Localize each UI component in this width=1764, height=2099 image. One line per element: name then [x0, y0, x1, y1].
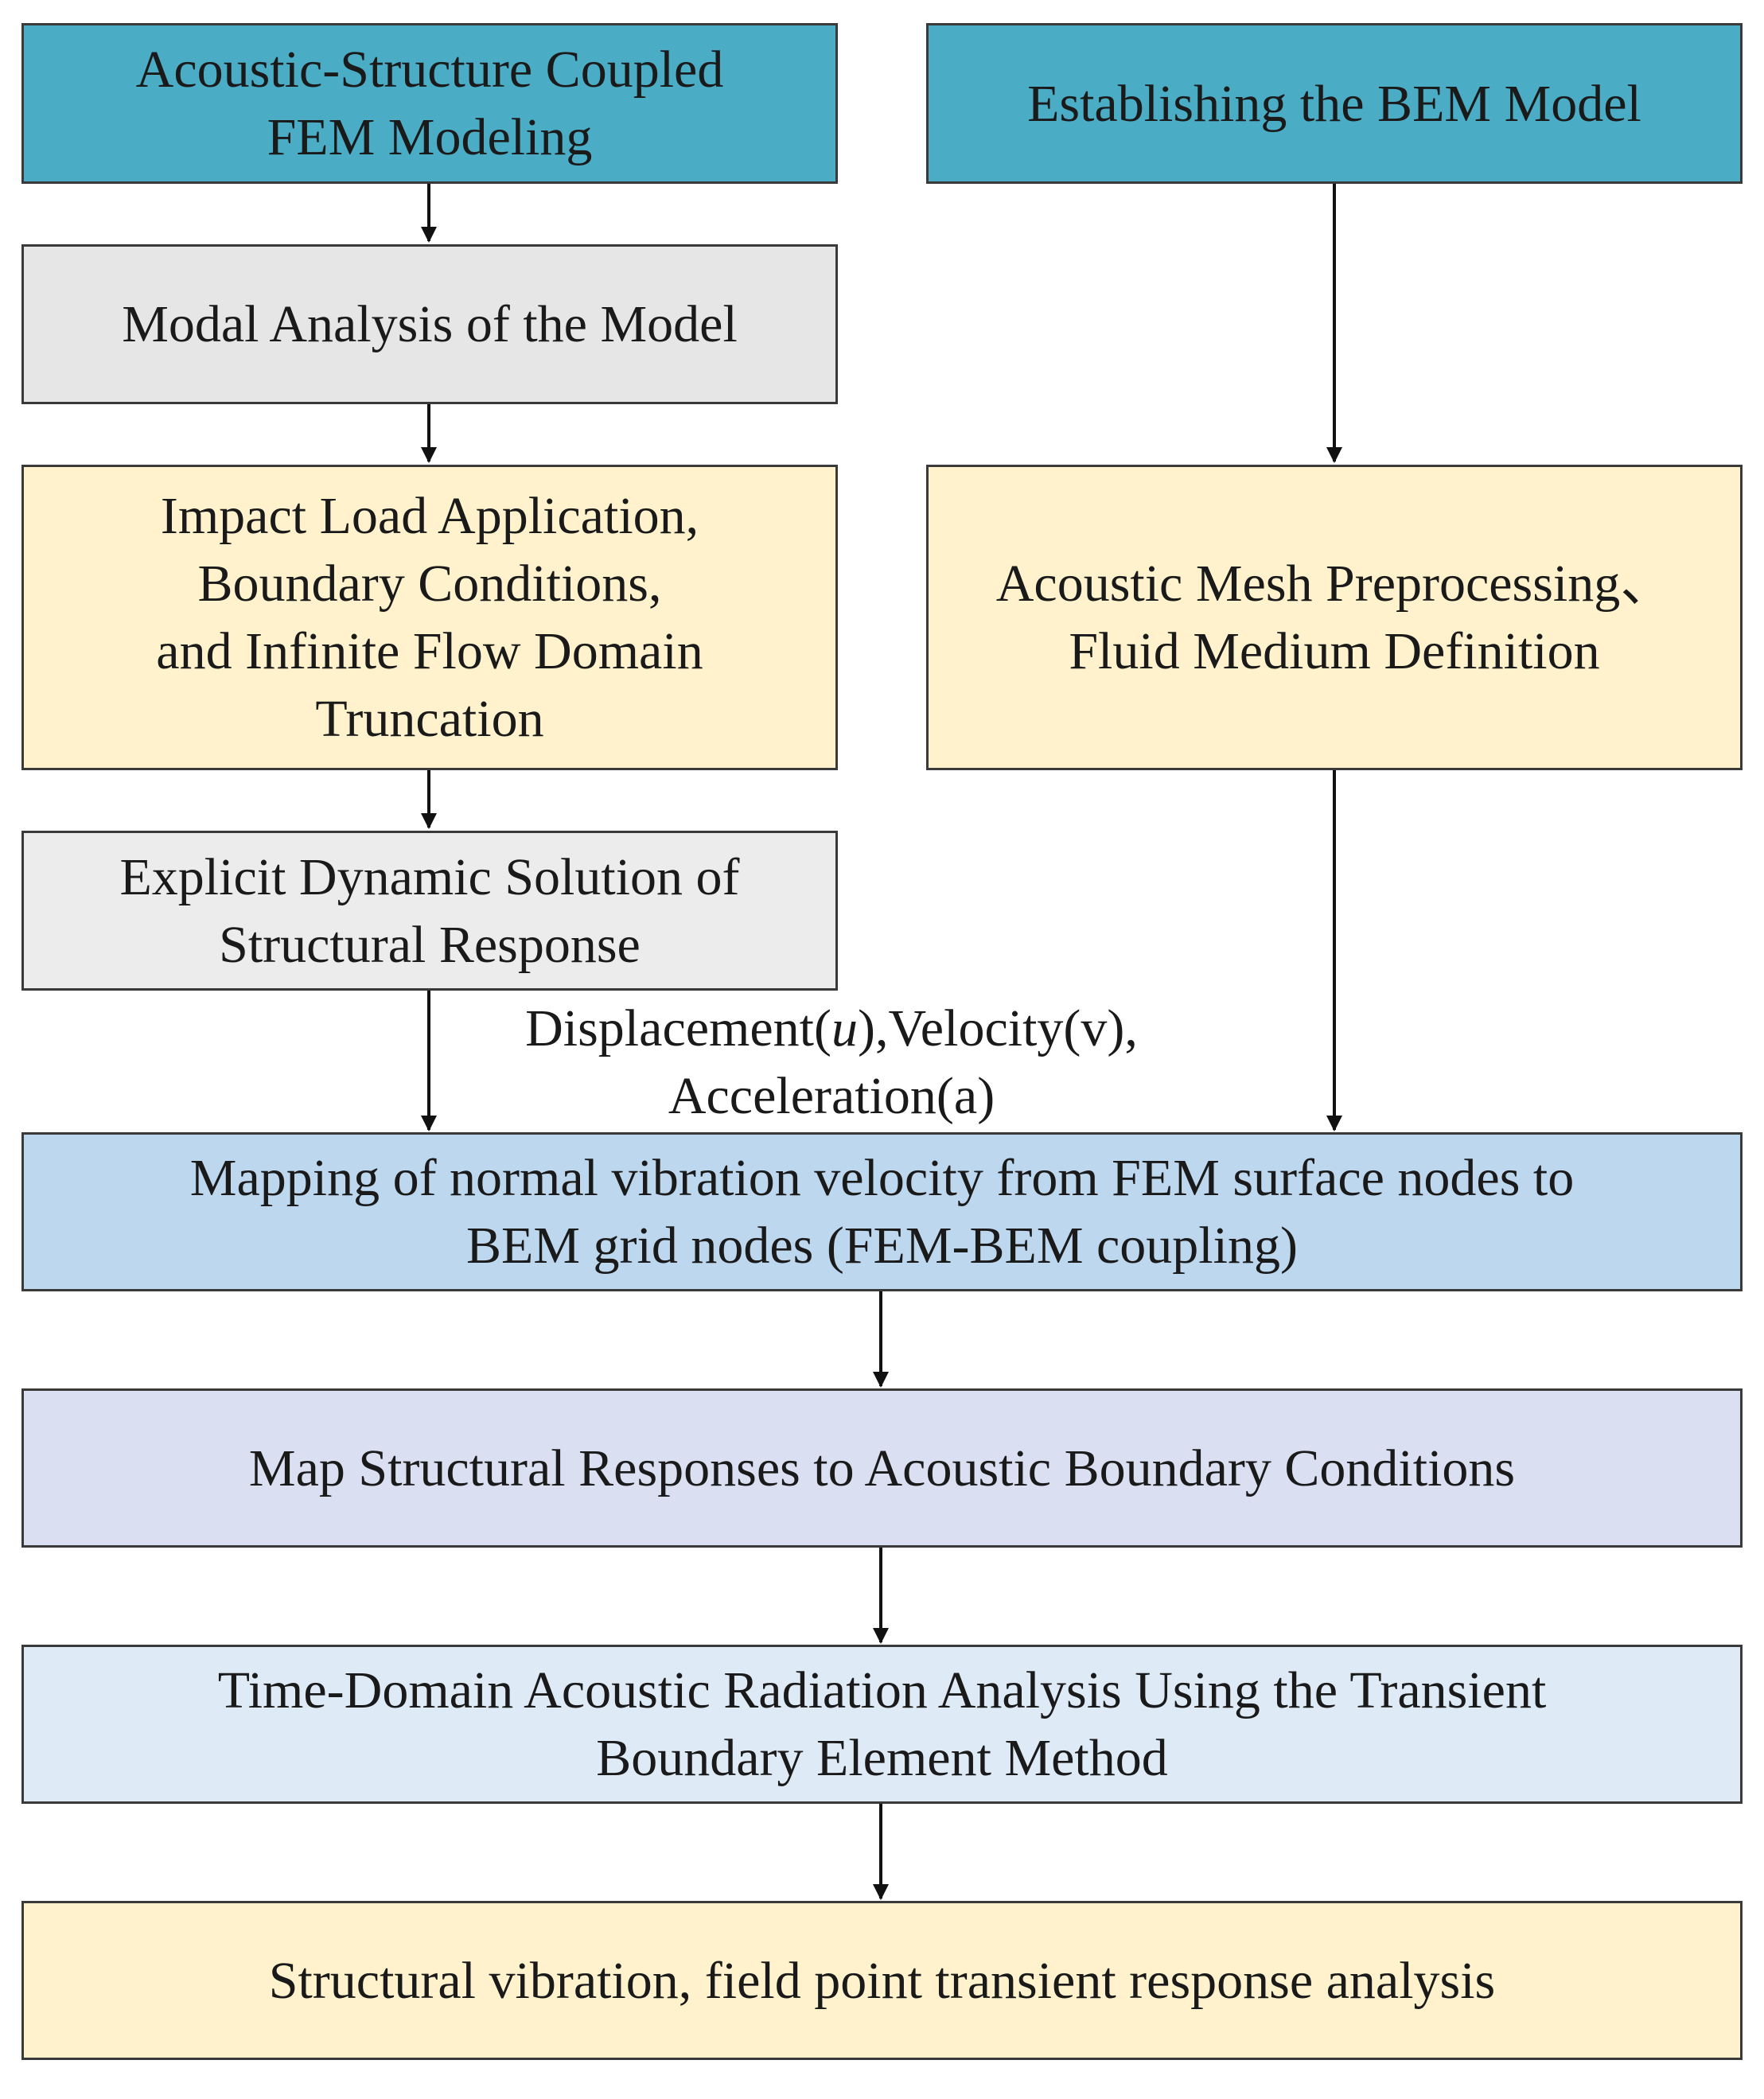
impact-load-label: Impact Load Application, Boundary Condit…: [156, 487, 703, 748]
bem-model-box: Establishing the BEM Model: [926, 23, 1743, 184]
structural-vibration-box: Structural vibration, field point transi…: [21, 1901, 1743, 2060]
map-structural-label: Map Structural Responses to Acoustic Bou…: [248, 1439, 1516, 1497]
annotation-variable-u: u: [831, 999, 858, 1057]
map-structural-box: Map Structural Responses to Acoustic Bou…: [21, 1388, 1743, 1548]
impact-load-box: Impact Load Application, Boundary Condit…: [21, 465, 838, 770]
annotation-prefix: Displacement(: [525, 999, 831, 1057]
explicit-dynamic-box: Explicit Dynamic Solution of Structural …: [21, 831, 838, 991]
time-domain-box: Time-Domain Acoustic Radiation Analysis …: [21, 1645, 1743, 1804]
acoustic-mesh-label: Acoustic Mesh Preprocessing、 Fluid Mediu…: [995, 555, 1673, 680]
fem-modeling-label: Acoustic-Structure Coupled FEM Modeling: [135, 41, 724, 166]
modal-analysis-box: Modal Analysis of the Model: [21, 244, 838, 404]
structural-vibration-label: Structural vibration, field point transi…: [268, 1951, 1496, 2010]
mapping-velocity-label: Mapping of normal vibration velocity fro…: [189, 1149, 1575, 1275]
response-variables-line-2: Acceleration(a): [668, 1067, 995, 1125]
explicit-dynamic-label: Explicit Dynamic Solution of Structural …: [119, 847, 740, 974]
fem-modeling-box: Acoustic-Structure Coupled FEM Modeling: [21, 23, 838, 184]
modal-analysis-label: Modal Analysis of the Model: [122, 295, 738, 353]
annotation-suffix: ),Velocity(v),: [857, 999, 1138, 1057]
acoustic-mesh-box: Acoustic Mesh Preprocessing、 Fluid Mediu…: [926, 465, 1743, 770]
mapping-velocity-box: Mapping of normal vibration velocity fro…: [21, 1132, 1743, 1291]
bem-model-label: Establishing the BEM Model: [1027, 74, 1641, 133]
response-variables-annotation: Displacement(u),Velocity(v), Acceleratio…: [446, 995, 1217, 1130]
response-variables-line-1: Displacement(u),Velocity(v),: [446, 995, 1217, 1062]
time-domain-label: Time-Domain Acoustic Radiation Analysis …: [217, 1661, 1547, 1787]
